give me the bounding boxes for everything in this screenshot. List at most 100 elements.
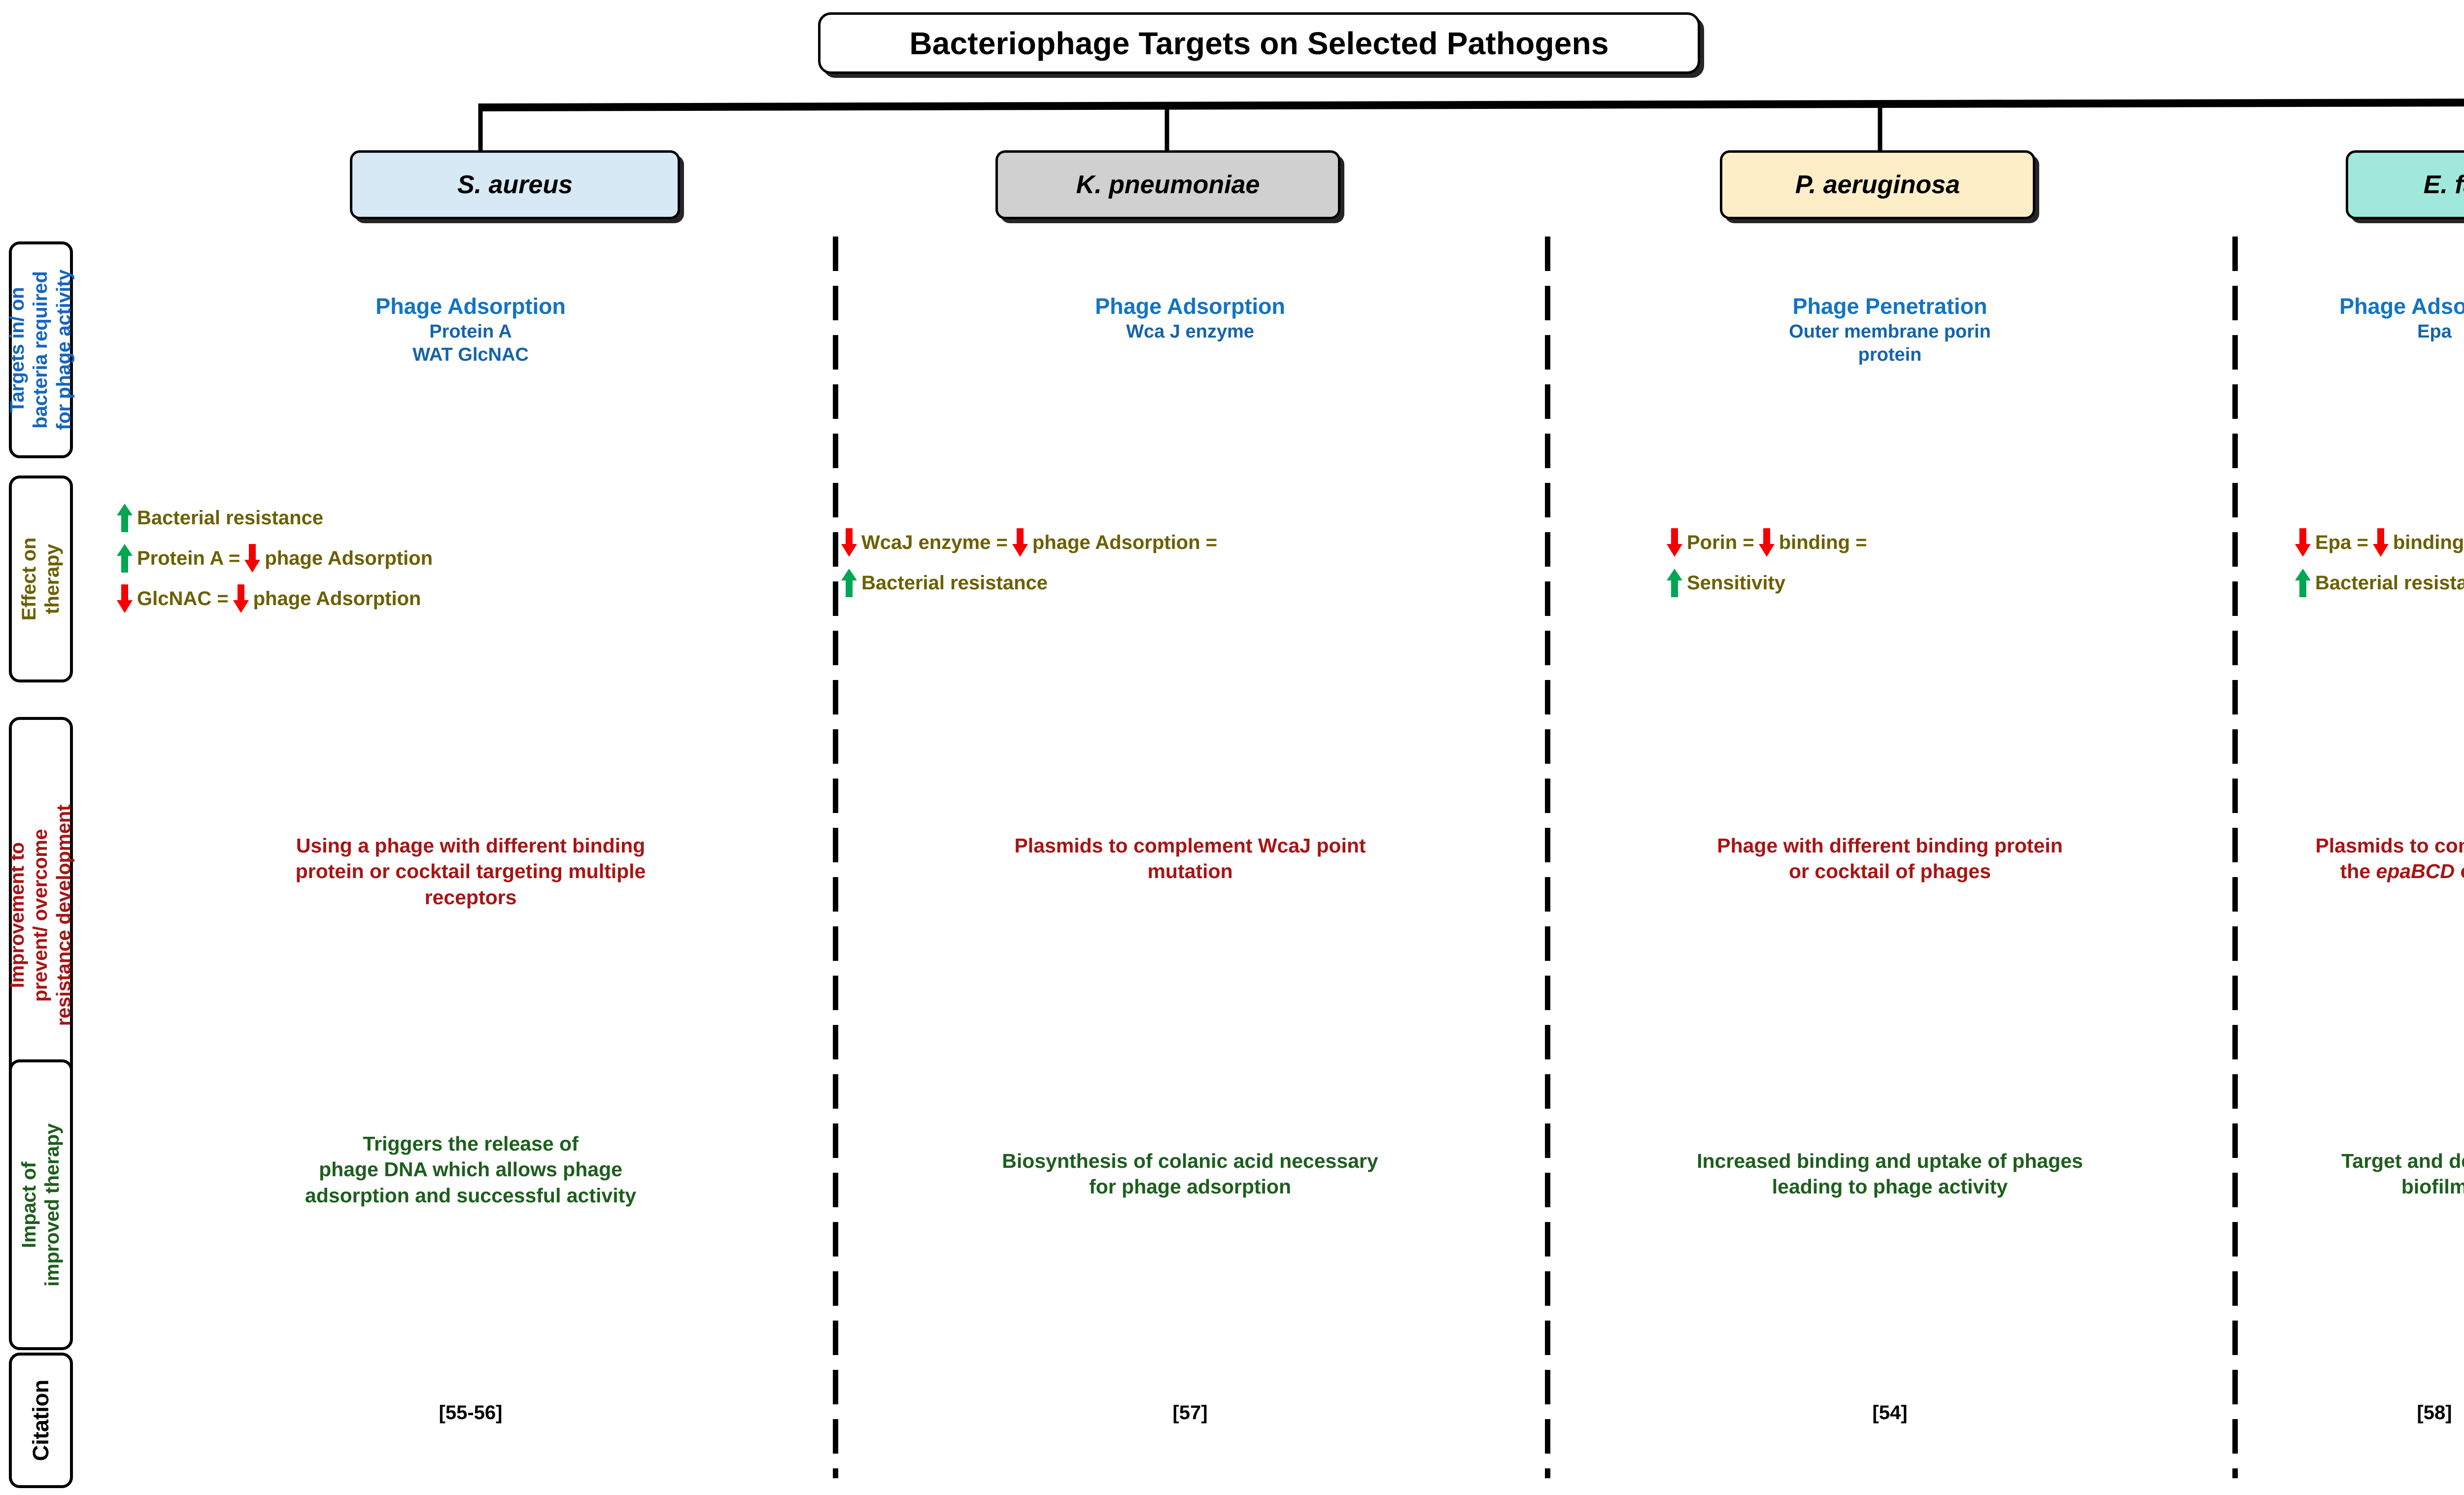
impact-cell-2: Increased binding and uptake of phages le… (1550, 1148, 2230, 1200)
improvement-text: Plasmids to complement (2315, 834, 2464, 857)
effect-line: Bacterial resistance (2292, 568, 2464, 598)
effect-cell-3: Epa = binding = Bacterial resistance (2292, 527, 2464, 608)
impact-line: biofilm (2401, 1175, 2464, 1198)
targets-subitem: WAT GlcNAC (412, 344, 529, 366)
improvement-cell-1: Plasmids to complement WcaJ point mutatio… (838, 833, 1542, 884)
citation-cell-1: [57] (838, 1402, 1542, 1424)
species-label: K. pneumoniae (1076, 170, 1260, 199)
row-label-text: Improvement to prevent/ overcome resista… (6, 804, 75, 1026)
species-label: S. aureus (457, 170, 573, 199)
column-separator-3 (2232, 237, 2238, 1478)
improvement-text: receptors (424, 885, 517, 909)
impact-line: phage DNA which allows phage (319, 1158, 622, 1181)
improvement-line: Plasmids to complement WcaJ point (838, 833, 1542, 858)
page-title: Bacteriophage Targets on Selected Pathog… (909, 25, 1609, 61)
effect-line: Protein A = phage Adsorption (113, 543, 828, 574)
effect-text: Protein A = (137, 547, 240, 569)
improvement-line: or cocktail of phages (1550, 858, 2230, 884)
citation-cell-0: [55-56] (113, 1402, 828, 1424)
improvement-line: Plasmids to complement (2237, 833, 2464, 858)
targets-subitem: Protein A (429, 321, 512, 342)
targets-cell-3: Phage AdsorptionEpa (2237, 293, 2464, 343)
arrow-down-icon (2294, 527, 2311, 558)
species-box-p-aeruginosa[interactable]: P. aeruginosa (1720, 150, 2035, 219)
targets-heading: Phage Adsorption (376, 294, 566, 319)
arrow-up-icon (1666, 568, 1683, 598)
row-label-effect: Effect on therapy (9, 476, 73, 682)
species-label: E. faecalis (2423, 170, 2464, 199)
effect-text: Bacterial resistance (861, 572, 1048, 594)
row-label-targets: Targets in/ on bacteria required for pha… (6, 241, 75, 458)
improvement-line: mutation (838, 858, 1542, 884)
arrow-down-icon (1666, 527, 1683, 558)
citation-text: [58] (2417, 1402, 2452, 1424)
effect-line: Bacterial resistance (113, 503, 828, 533)
impact-cell-0: Triggers the release of phage DNA which a… (113, 1131, 828, 1208)
arrow-down-icon (244, 543, 261, 574)
impact-cell-3: Target and degrade biofilm (2237, 1148, 2464, 1200)
arrow-down-icon (233, 583, 249, 614)
effect-text: GlcNAC = (137, 588, 229, 610)
improvement-text: mutation (1147, 860, 1233, 883)
improvement-text: operon (2455, 860, 2464, 883)
arrow-down-icon (2372, 527, 2389, 558)
effect-text: Porin = (1687, 532, 1754, 553)
targets-subitem: Epa (2417, 321, 2452, 342)
arrow-up-icon (2294, 568, 2311, 598)
citation-cell-3: [58] (2237, 1402, 2464, 1424)
impact-line: leading to phage activity (1772, 1175, 2008, 1198)
column-separator-2 (1545, 237, 1550, 1478)
improvement-text: protein or cocktail targeting multiple (295, 860, 646, 883)
arrow-down-icon (1758, 527, 1775, 558)
improvement-text: Plasmids to complement WcaJ point (1014, 834, 1366, 857)
effect-text: Epa = (2315, 532, 2368, 553)
improvement-line: protein or cocktail targeting multiple (113, 858, 828, 884)
impact-line: Target and degrade (2341, 1150, 2464, 1172)
species-box-s-aureus[interactable]: S. aureus (350, 150, 680, 219)
arrow-up-icon (116, 503, 133, 533)
arrow-down-icon (841, 527, 857, 558)
citation-text: [54] (1872, 1402, 1908, 1424)
targets-heading: Phage Adsorption (1095, 294, 1285, 319)
row-label-text: Effect on therapy (18, 537, 63, 621)
species-box-k-pneumoniae[interactable]: K. pneumoniae (995, 150, 1340, 219)
effect-text: Sensitivity (1687, 572, 1786, 594)
effect-line: Sensitivity (1663, 568, 2230, 598)
impact-line: adsorption and successful activity (305, 1184, 637, 1207)
effect-text: phage Adsorption (265, 547, 433, 569)
effect-text: binding = (2393, 532, 2464, 553)
impact-line: Triggers the release of (363, 1132, 579, 1155)
targets-subitem: protein (1858, 344, 1922, 366)
row-label-impact: Impact of improved therapy (9, 1059, 73, 1350)
effect-text: WcaJ enzyme = (861, 532, 1008, 553)
row-label-text: Citation (28, 1379, 54, 1461)
impact-line: Increased binding and uptake of phages (1697, 1150, 2083, 1172)
species-label: P. aeruginosa (1795, 170, 1960, 199)
arrow-down-icon (116, 583, 133, 614)
effect-text: phage Adsorption (253, 588, 421, 610)
arrow-up-icon (841, 568, 857, 598)
effect-cell-2: Porin = binding = Sensitivity (1663, 527, 2230, 608)
effect-line: GlcNAC = phage Adsorption (113, 583, 828, 614)
citation-text: [55-56] (439, 1402, 503, 1424)
column-separator-1 (833, 237, 838, 1478)
effect-text: binding = (1779, 532, 1867, 553)
impact-line: for phage adsorption (1089, 1175, 1291, 1198)
effect-cell-1: WcaJ enzyme = phage Adsorption =Bacteria… (838, 527, 1542, 608)
targets-subitem: Wca J enzyme (1126, 321, 1254, 342)
improvement-text: or cocktail of phages (1788, 860, 1991, 883)
improvement-text: the (2340, 860, 2376, 883)
row-label-text: Impact of improved therapy (18, 1123, 63, 1287)
effect-text: Bacterial resistance (2315, 572, 2464, 594)
row-label-text: Targets in/ on bacteria required for pha… (6, 270, 75, 430)
improvement-line: the epaBCD operon (2237, 858, 2464, 884)
targets-heading: Phage Adsorption (2339, 294, 2464, 319)
species-box-e-faecalis[interactable]: E. faecalis (2346, 150, 2464, 219)
targets-subitem: Outer membrane porin (1789, 321, 1991, 342)
gene-name: epaBCD (2376, 860, 2455, 883)
arrow-down-icon (1012, 527, 1028, 558)
